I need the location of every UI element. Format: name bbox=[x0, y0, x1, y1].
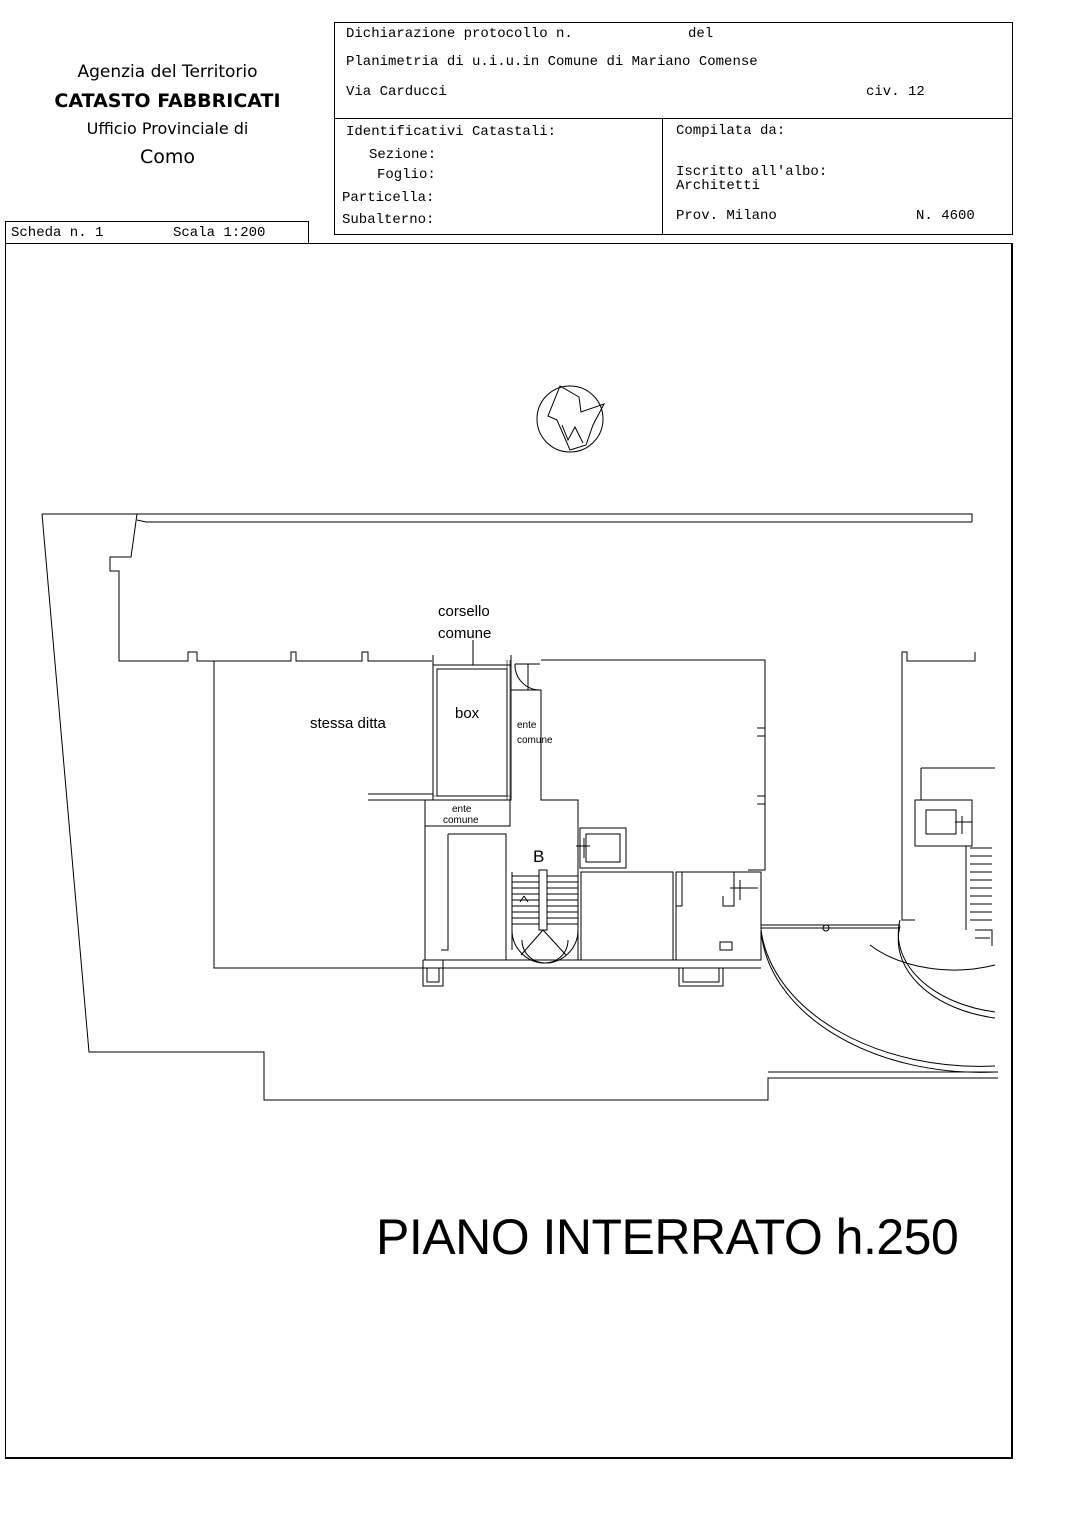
staircase-icon bbox=[511, 869, 579, 964]
scheda-number: Scheda n. 1 bbox=[11, 225, 104, 241]
ente-comune-2b: comune bbox=[443, 815, 479, 826]
corsello-label-1: corsello bbox=[438, 603, 490, 620]
ufficio-label: Ufficio Provinciale di bbox=[86, 119, 249, 138]
site-outline-left bbox=[42, 513, 432, 662]
site-outline-west bbox=[41, 513, 998, 1101]
ente-comune-1a: ente bbox=[517, 720, 537, 731]
registration-number: N. 4600 bbox=[916, 208, 975, 224]
north-arrow-icon bbox=[536, 385, 606, 453]
lift-shaft bbox=[579, 827, 627, 869]
header-column-divider bbox=[662, 118, 663, 235]
box-unit-inner bbox=[436, 668, 508, 797]
albo-value: Architetti bbox=[676, 178, 761, 194]
declaration-box bbox=[334, 22, 1013, 235]
address: Via Carducci bbox=[346, 84, 447, 100]
identificativi-label: Identificativi Catastali: bbox=[346, 124, 557, 140]
catasto-title: CATASTO FABBRICATI bbox=[54, 90, 281, 112]
agency-header: Agenzia del Territorio CATASTO FABBRICAT… bbox=[30, 58, 305, 172]
site-outline-top-edge bbox=[137, 513, 973, 522]
civic-number: civ. 12 bbox=[866, 84, 925, 100]
stair-b-label: B bbox=[533, 847, 544, 866]
header-divider bbox=[335, 118, 1012, 119]
ufficio-city: Como bbox=[139, 146, 196, 168]
protocol-label: Dichiarazione protocollo n. bbox=[346, 26, 573, 42]
planimetria-line: Planimetria di u.i.u.in Comune di Marian… bbox=[346, 54, 758, 70]
ente-comune-2a: ente bbox=[452, 804, 472, 815]
subalterno-label: Subalterno: bbox=[342, 212, 435, 228]
foglio-label: Foglio: bbox=[377, 167, 436, 183]
compilata-label: Compilata da: bbox=[676, 123, 786, 139]
box-label: box bbox=[455, 705, 480, 722]
building-west-wall bbox=[213, 661, 423, 969]
ente-comune-1b: comune bbox=[517, 735, 553, 746]
corsello-label-2: comune bbox=[438, 625, 491, 642]
iscritto-label: Iscritto all'albo: bbox=[676, 164, 828, 180]
agency-name: Agenzia del Territorio bbox=[77, 62, 258, 82]
protocol-del: del bbox=[688, 26, 714, 42]
sezione-label: Sezione: bbox=[369, 147, 437, 163]
stessa-ditta-label: stessa ditta bbox=[310, 715, 387, 732]
scale: Scala 1:200 bbox=[173, 225, 266, 241]
province-value: Prov. Milano bbox=[676, 208, 777, 224]
particella-label: Particella: bbox=[342, 190, 435, 206]
drawing-frame bbox=[5, 243, 1013, 1459]
floor-title: PIANO INTERRATO h.250 bbox=[376, 1209, 959, 1265]
box-unit bbox=[432, 664, 512, 801]
site-outline-top bbox=[136, 519, 972, 523]
